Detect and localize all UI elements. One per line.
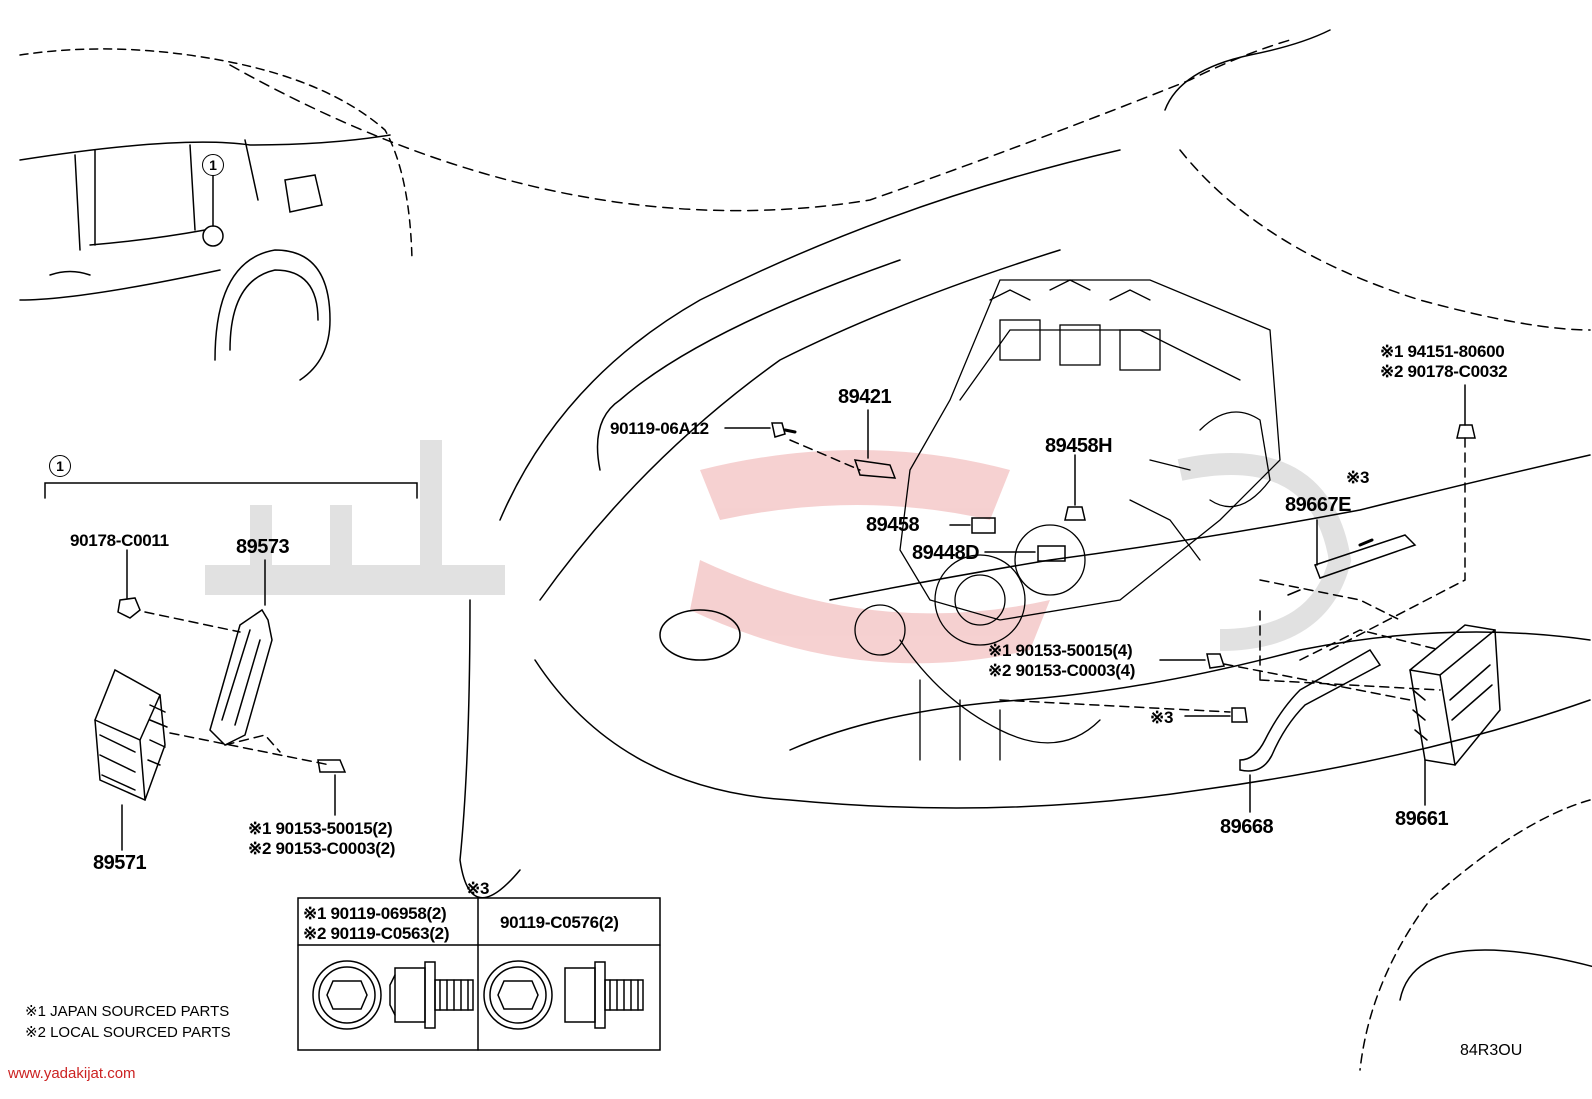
part-89661: 89661 (1395, 808, 1449, 830)
diagram-code: 84R3OU (1460, 1042, 1523, 1059)
part-89448D: 89448D (912, 542, 980, 564)
table-col1-line1: ※1 90119-06958(2) (303, 904, 447, 923)
bolt-90119-06A12: 90119-06A12 (610, 419, 709, 438)
watermark-logo (205, 440, 1352, 664)
callout-1-group: 1 (49, 455, 71, 477)
note-mark3-a: ※3 (1346, 468, 1370, 487)
part-89458: 89458 (866, 514, 920, 536)
table-col1-line2: ※2 90119-C0563(2) (303, 924, 450, 943)
note-top-right-2: ※2 90178-C0032 (1380, 362, 1508, 381)
part-89668: 89668 (1220, 816, 1274, 838)
watermark-url[interactable]: www.yadakijat.com (8, 1065, 136, 1082)
part-89573: 89573 (236, 536, 290, 558)
nut-90178-C0011: 90178-C0011 (70, 531, 169, 550)
note-center-2: ※2 90153-C0003(4) (988, 661, 1136, 680)
legend-line2: ※2 LOCAL SOURCED PARTS (25, 1024, 231, 1041)
callout-1-top: 1 (202, 154, 224, 176)
note-mark3-table: ※3 (466, 879, 490, 898)
note-left-2: ※2 90153-C0003(2) (248, 839, 396, 858)
table-col2-line1: 90119-C0576(2) (500, 913, 619, 932)
note-mark3-b: ※3 (1150, 708, 1174, 727)
note-top-right-1: ※1 94151-80600 (1380, 342, 1505, 361)
legend-line1: ※1 JAPAN SOURCED PARTS (25, 1003, 230, 1020)
part-89667E: 89667E (1285, 494, 1351, 516)
part-89421: 89421 (838, 386, 892, 408)
part-89458H: 89458H (1045, 435, 1113, 457)
note-center-1: ※1 90153-50015(4) (988, 641, 1133, 660)
note-left-1: ※1 90153-50015(2) (248, 819, 393, 838)
part-89571: 89571 (93, 852, 147, 874)
